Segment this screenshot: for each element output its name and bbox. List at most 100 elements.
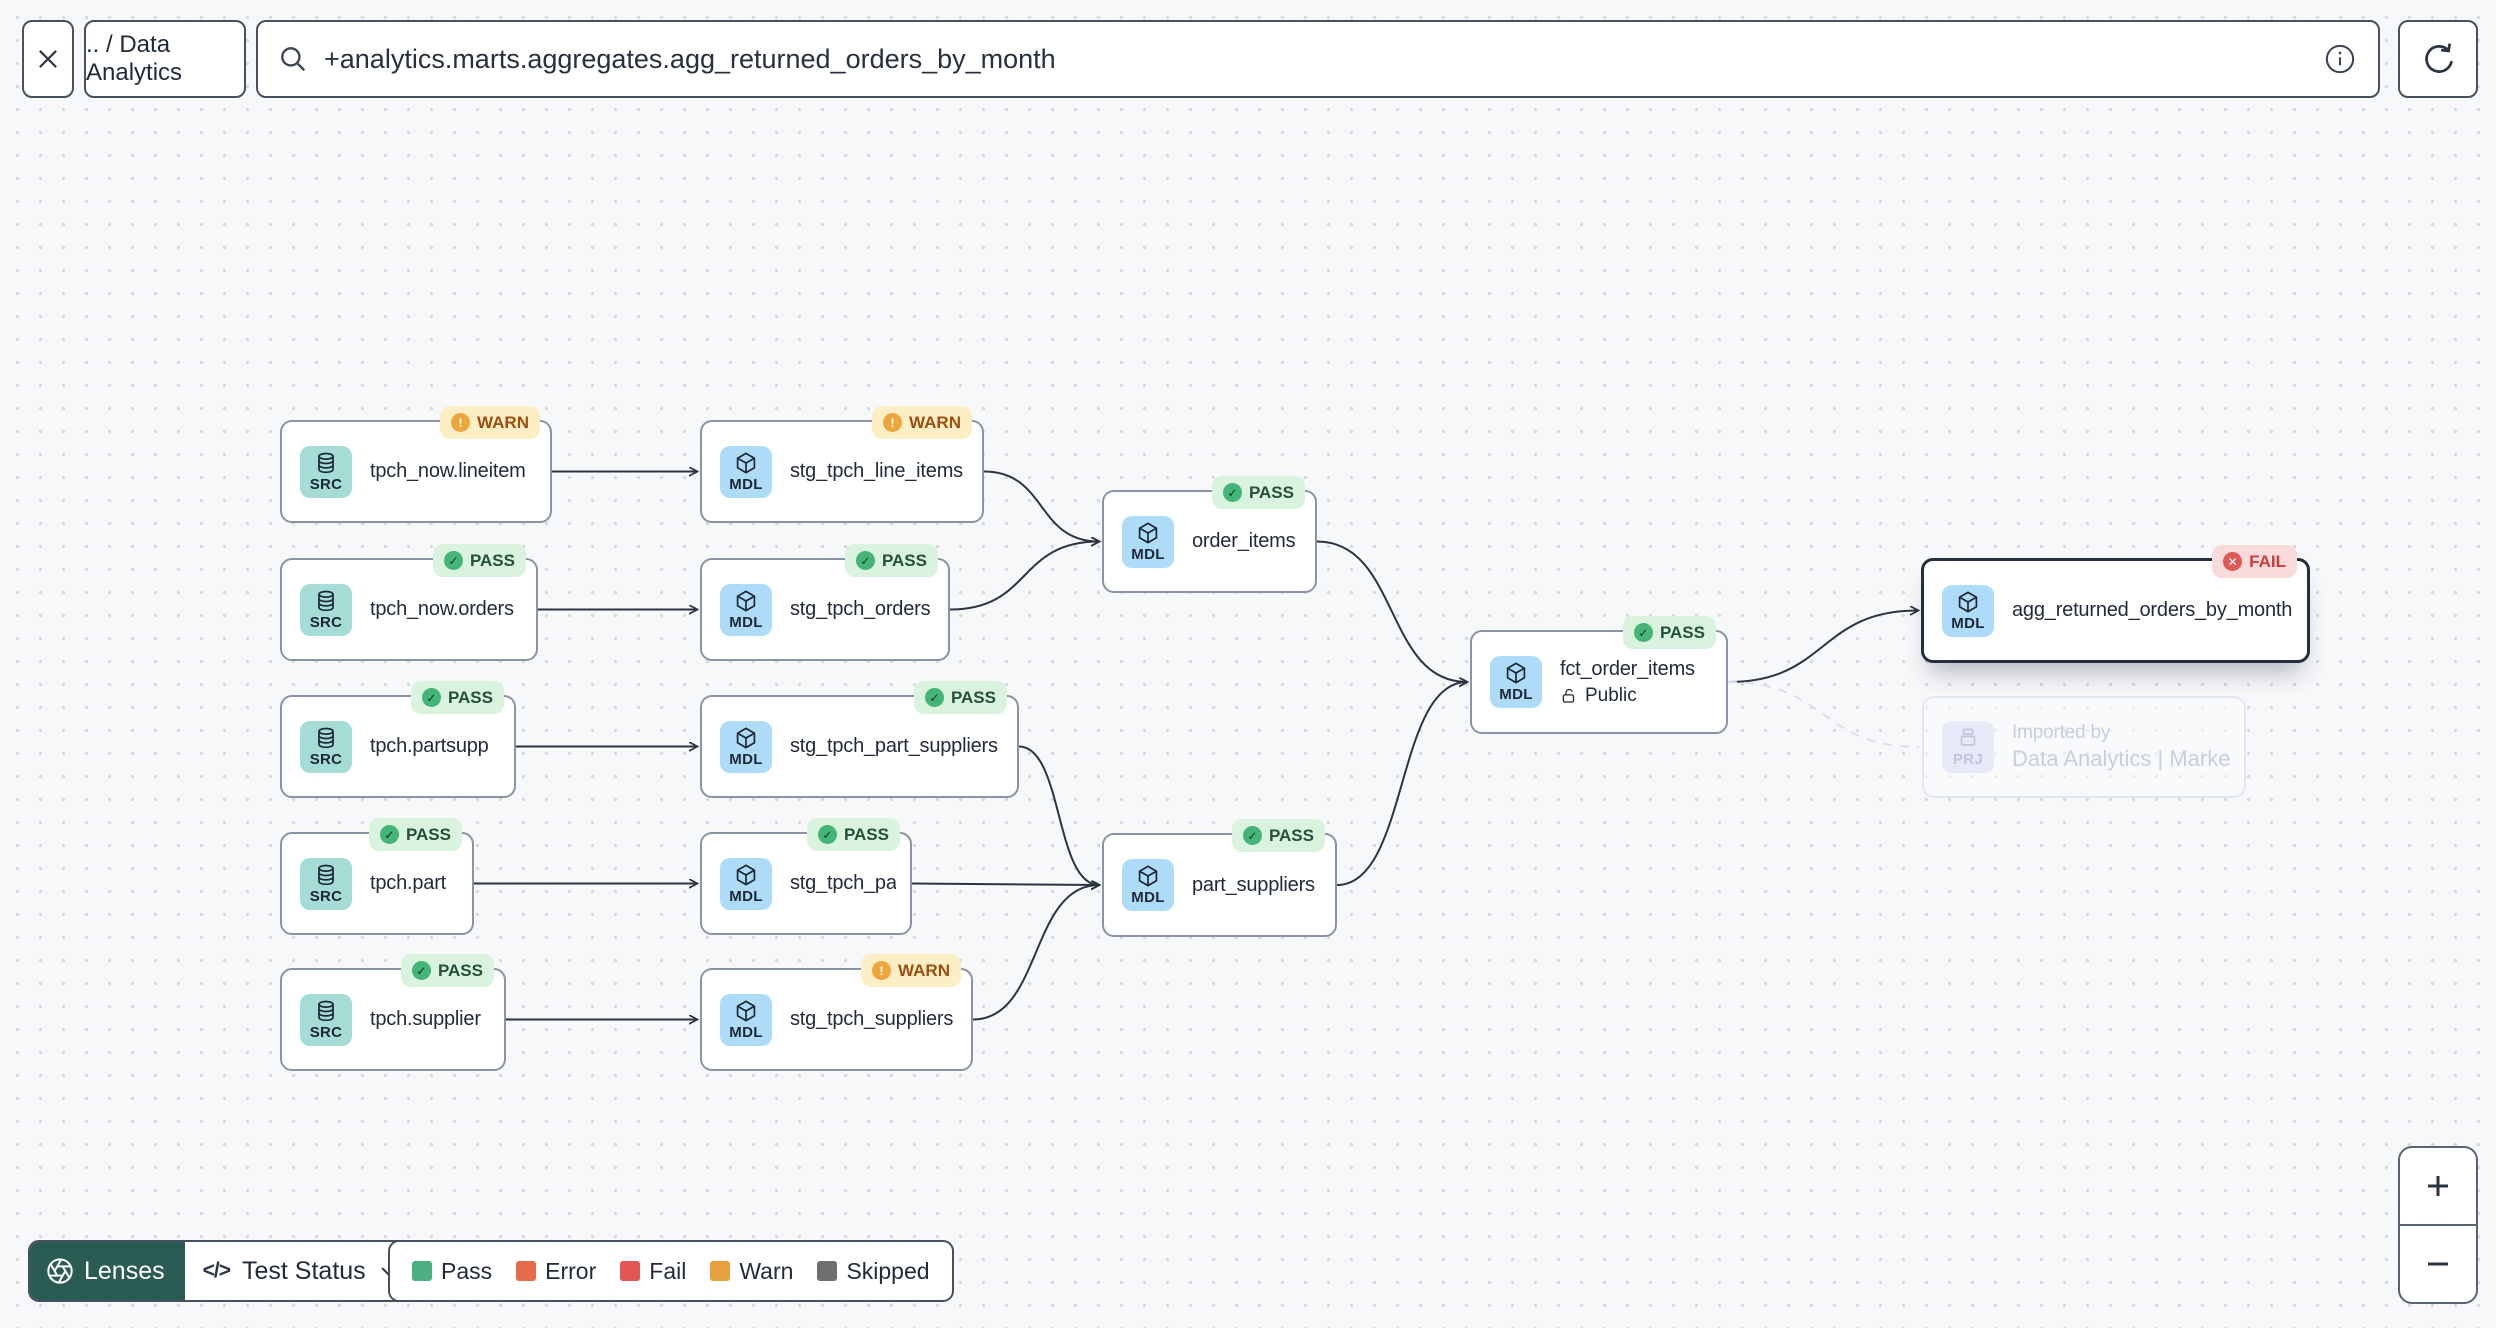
legend-item-fail: Fail xyxy=(620,1258,686,1285)
node-label: tpch.partsupp xyxy=(370,735,489,757)
breadcrumb[interactable]: .. / Data Analytics xyxy=(84,20,246,98)
active-lens-label: Test Status xyxy=(242,1256,366,1285)
project-icon xyxy=(1960,728,1976,746)
database-icon xyxy=(318,727,334,748)
status-icon: ✓ xyxy=(924,688,944,707)
graph-node-part_suppliers[interactable]: ✓ PASS MDL part_suppliers xyxy=(1102,819,1337,937)
graph-node-imported_by[interactable]: PRJ Imported by Data Analytics | Marketi… xyxy=(1922,696,2246,798)
lens-selector[interactable]: </> Test Status xyxy=(185,1242,418,1300)
node-type-label: MDL xyxy=(729,1023,763,1041)
node-labels: order_items xyxy=(1192,530,1295,553)
lenses-button[interactable]: Lenses xyxy=(30,1242,185,1300)
node-labels: tpch_now.lineitem xyxy=(370,460,526,483)
status-label: FAIL xyxy=(2249,551,2286,571)
legend-swatch xyxy=(412,1261,432,1281)
graph-node-stg_tpch_suppliers[interactable]: ! WARN MDL stg_tpch_suppliers xyxy=(700,954,973,1071)
node-type-label: SRC xyxy=(309,1023,343,1041)
search-input[interactable] xyxy=(324,43,2308,75)
status-label: PASS xyxy=(1268,825,1314,845)
status-label: PASS xyxy=(447,687,493,707)
minus-icon xyxy=(2428,1262,2448,1266)
graph-node-stg_tpch_orders[interactable]: ✓ PASS MDL stg_tpch_orders xyxy=(700,544,950,661)
node-type-label: MDL xyxy=(729,887,763,905)
database-icon xyxy=(318,590,334,611)
graph-node-stg_tpch_parts[interactable]: ✓ PASS MDL stg_tpch_parts xyxy=(700,818,912,935)
cube-icon xyxy=(1958,590,1978,613)
lineage-edge xyxy=(983,470,1099,542)
node-type-label: SRC xyxy=(309,613,343,631)
node-type-label: MDL xyxy=(729,475,763,493)
graph-node-tpch_now_orders[interactable]: ✓ PASS SRC tpch_now.orders xyxy=(280,544,538,661)
node-labels: fct_order_items Public xyxy=(1560,658,1695,707)
cube-icon xyxy=(736,863,756,886)
legend-swatch xyxy=(516,1261,537,1281)
status-legend: Pass Error Fail Warn Skipped xyxy=(388,1240,954,1302)
search-box xyxy=(256,20,2380,98)
legend-item-warn: Warn xyxy=(710,1258,793,1285)
node-type-label: SRC xyxy=(309,887,343,905)
database-icon: SRC xyxy=(300,857,352,910)
graph-node-fct_order_items[interactable]: ✓ PASS MDL fct_order_items Public xyxy=(1470,616,1728,734)
legend-item-skipped: Skipped xyxy=(817,1258,930,1285)
node-type-label: MDL xyxy=(1951,614,1985,632)
lineage-edge xyxy=(1727,611,1918,683)
graph-node-tpch_partsupp[interactable]: ✓ PASS SRC tpch.partsupp xyxy=(280,681,516,798)
status-badge: ✓ PASS xyxy=(410,681,504,714)
graph-node-stg_tpch_part_suppliers[interactable]: ✓ PASS MDL stg_tpch_part_suppliers xyxy=(700,681,1019,798)
node-labels: tpch.partsupp xyxy=(370,735,489,758)
status-badge: ✕ FAIL xyxy=(2212,545,2297,578)
node-label: stg_tpch_parts xyxy=(790,872,896,894)
cube-icon xyxy=(736,589,756,612)
zoom-in-button[interactable] xyxy=(2400,1148,2476,1226)
node-label: fct_order_items xyxy=(1560,657,1695,680)
node-labels: agg_returned_orders_by_month xyxy=(2012,599,2292,622)
info-icon[interactable] xyxy=(2324,43,2356,75)
database-icon xyxy=(318,1000,334,1021)
status-icon: ✓ xyxy=(421,688,441,707)
status-badge: ! WARN xyxy=(440,406,540,439)
lineage-edge xyxy=(911,884,1099,886)
status-badge: ✓ PASS xyxy=(1231,819,1325,852)
graph-node-tpch_supplier[interactable]: ✓ PASS SRC tpch.supplier xyxy=(280,954,506,1071)
cube-icon xyxy=(1138,521,1158,544)
graph-node-order_items[interactable]: ✓ PASS MDL order_items xyxy=(1102,476,1317,593)
status-icon: ✕ xyxy=(2223,552,2243,571)
graph-node-agg_returned_orders_by_month[interactable]: ✕ FAIL MDL agg_returned_orders_by_month xyxy=(1921,545,2310,663)
lineage-edge xyxy=(1727,681,1920,748)
graph-node-tpch_part[interactable]: ✓ PASS SRC tpch.part xyxy=(280,818,474,935)
legend-label: Error xyxy=(545,1257,597,1284)
lenses-label: Lenses xyxy=(84,1256,165,1285)
status-icon: ✓ xyxy=(1242,826,1262,845)
zoom-out-button[interactable] xyxy=(2400,1226,2476,1302)
database-icon: SRC xyxy=(300,445,352,498)
aperture-icon xyxy=(47,1258,73,1284)
graph-node-tpch_now_lineitem[interactable]: ! WARN SRC tpch_now.lineitem xyxy=(280,406,552,523)
legend-swatch xyxy=(817,1261,838,1281)
status-icon: ✓ xyxy=(443,551,463,570)
project-icon: PRJ xyxy=(1942,721,1994,773)
database-icon xyxy=(318,452,334,473)
status-label: PASS xyxy=(469,550,515,570)
legend-label: Pass xyxy=(441,1257,493,1284)
node-label: stg_tpch_orders xyxy=(790,598,931,620)
legend-item-error: Error xyxy=(516,1258,596,1285)
close-button[interactable] xyxy=(22,20,74,98)
status-icon: ✓ xyxy=(1633,623,1653,642)
plus-icon xyxy=(2428,1176,2448,1196)
node-label: Imported by xyxy=(2012,722,2111,743)
legend-swatch xyxy=(620,1261,641,1281)
lineage-edge xyxy=(1018,745,1099,886)
node-label: stg_tpch_suppliers xyxy=(790,1008,954,1030)
status-badge: ✓ PASS xyxy=(368,818,462,851)
status-badge: ✓ PASS xyxy=(400,954,494,987)
status-icon: ! xyxy=(872,961,892,980)
node-labels: tpch_now.orders xyxy=(370,598,514,621)
status-icon: ✓ xyxy=(379,825,399,844)
status-badge: ✓ PASS xyxy=(1622,616,1716,649)
cube-icon: MDL xyxy=(720,445,772,498)
refresh-button[interactable] xyxy=(2398,20,2478,98)
cube-icon: MDL xyxy=(1942,584,1994,637)
graph-node-stg_tpch_line_items[interactable]: ! WARN MDL stg_tpch_line_items xyxy=(700,406,984,523)
